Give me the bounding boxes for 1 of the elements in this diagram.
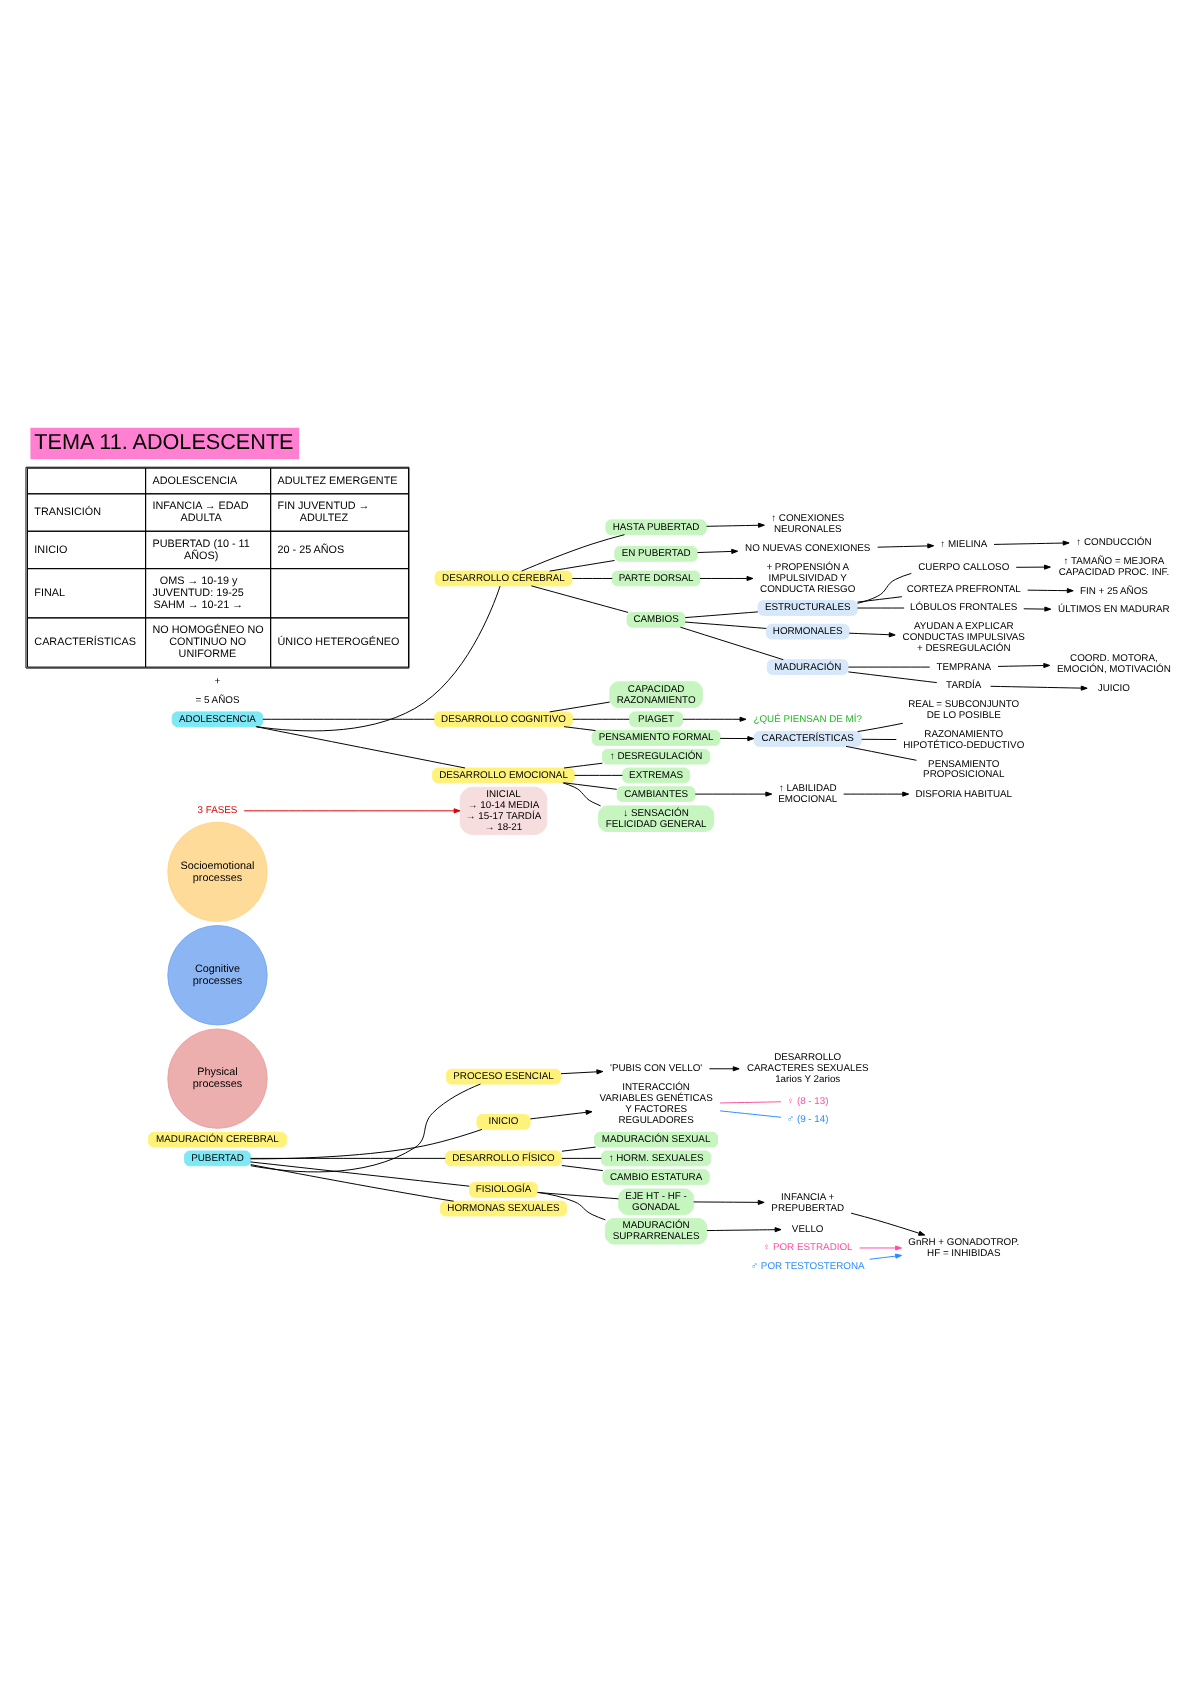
diagram-title: TEMA 11. ADOLESCENTE — [34, 431, 294, 456]
